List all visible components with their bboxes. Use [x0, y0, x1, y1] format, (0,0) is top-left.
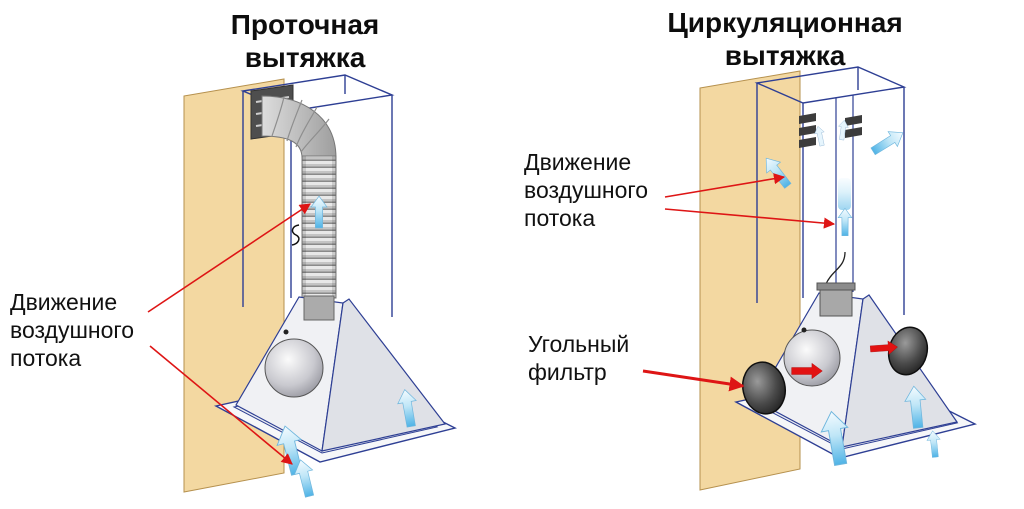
motor-cap: [816, 282, 856, 291]
airflow-arrow-out-right: [868, 124, 908, 160]
right-airflow-label: Движение воздушного потока: [524, 149, 649, 232]
right-diagram: [642, 66, 977, 491]
left-diagram-title: Проточная вытяжка: [230, 9, 380, 74]
right-diagram-title: Циркуляционная вытяжка: [667, 7, 903, 72]
power-cord: [825, 251, 846, 285]
duct-collar: [303, 295, 335, 321]
carbon-filter-left: [742, 361, 786, 415]
pointer-lines-left-airflow: [147, 203, 311, 465]
left-diagram: [147, 74, 457, 499]
top-vent-grille: [799, 113, 862, 148]
right-filter-label: Угольный фильтр: [528, 331, 630, 386]
pointer-lines-right-airflow: [664, 173, 836, 229]
hood-detail-dot: [283, 329, 289, 335]
chimney-wireframe: [240, 74, 395, 317]
power-cord: [291, 224, 300, 246]
pointer-line-filter: [642, 369, 745, 392]
chimney-wireframe: [754, 66, 907, 315]
airflow-arrow-chimney: [837, 208, 853, 236]
fan-opening: [264, 338, 324, 398]
duct-collar: [819, 289, 853, 317]
hood-detail-dot: [801, 327, 807, 333]
left-airflow-label: Движение воздушного потока: [10, 289, 135, 372]
airflow-streak: [838, 178, 851, 210]
hood-canopy-side: [321, 298, 447, 452]
